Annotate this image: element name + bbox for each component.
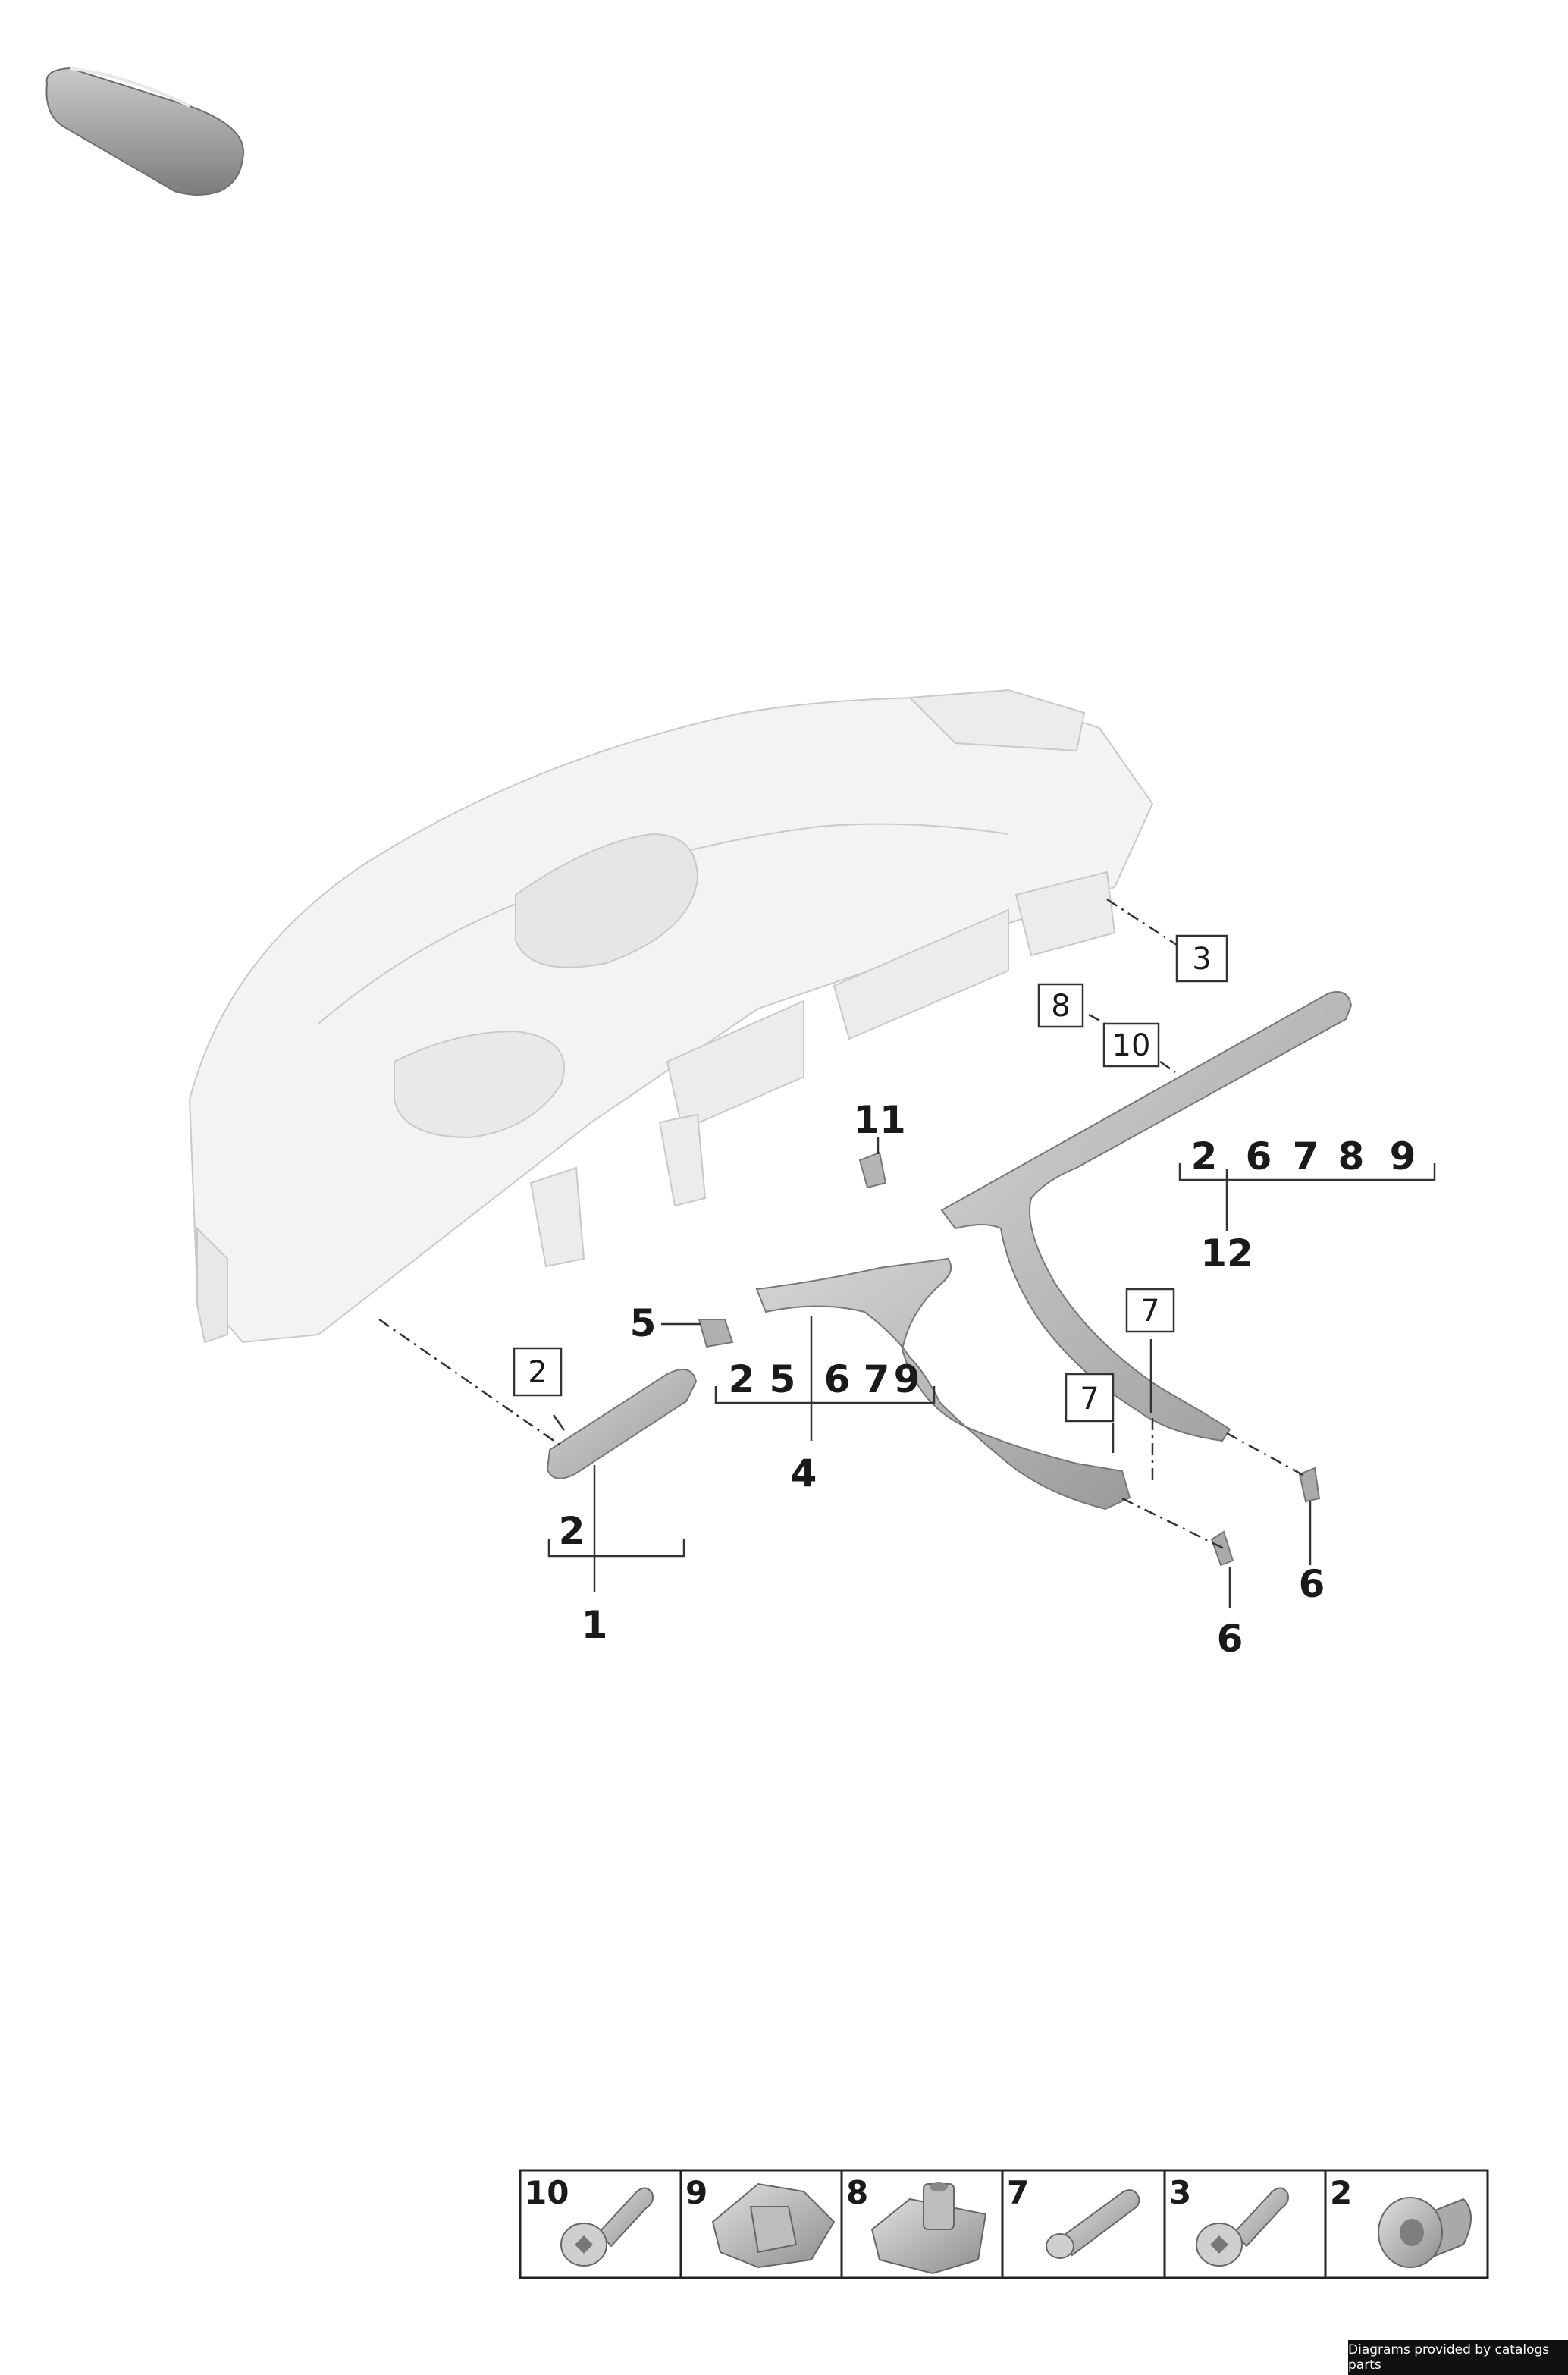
bracket-part-5	[698, 1319, 734, 1348]
legend-number: 9	[685, 2174, 707, 2211]
legend-number: 8	[846, 2174, 868, 2211]
callout-4-sub: 5	[770, 1357, 796, 1401]
callout-4-sub: 2	[729, 1357, 755, 1401]
callout-10-box: 10	[1112, 1028, 1151, 1063]
fastener-legend: 10 9 8 7 3 2	[519, 2169, 1489, 2279]
callout-12-sub: 6	[1246, 1134, 1272, 1178]
callout-4: 4	[791, 1451, 817, 1495]
callout-1: 1	[582, 1603, 608, 1647]
flange-nut-icon	[1378, 2197, 1472, 2268]
callout-4-sub: 9	[894, 1357, 920, 1401]
callout-2-sub: 2	[559, 1509, 585, 1553]
console-trim-part-4	[755, 1257, 1131, 1511]
callout-4-sub: 7	[864, 1357, 890, 1401]
callout-3-box: 3	[1192, 942, 1211, 977]
car-thumbnail-icon	[45, 67, 245, 196]
legend-number: 7	[1007, 2174, 1029, 2211]
expansion-rivet-icon	[1046, 2189, 1140, 2259]
callout-7-box-lower: 7	[1080, 1382, 1099, 1417]
clip-part-11	[858, 1151, 887, 1189]
callout-4-sub: 6	[824, 1357, 851, 1401]
trim-part-12	[940, 991, 1353, 1442]
torx-screw-icon	[1196, 2187, 1289, 2267]
callout-12-sub-list: 2 6 7 8 9	[1191, 1134, 1416, 1178]
dashboard-assembly	[188, 689, 1154, 1344]
spring-clip-icon	[711, 2182, 836, 2269]
callout-5: 5	[630, 1301, 657, 1345]
legend-number: 3	[1169, 2174, 1191, 2211]
callout-12: 12	[1200, 1231, 1253, 1275]
leader-lines	[552, 1137, 1312, 1608]
callout-12-sub: 8	[1338, 1134, 1365, 1178]
callout-2-box: 2	[528, 1355, 547, 1390]
legend-number: 10	[525, 2174, 569, 2211]
callout-12-sub: 7	[1293, 1134, 1319, 1178]
callout-6-right: 6	[1299, 1562, 1325, 1606]
torx-screw-icon	[560, 2187, 654, 2267]
dash-dot-lines	[378, 898, 1305, 1550]
callout-12-sub: 9	[1390, 1134, 1416, 1178]
callout-6-left: 6	[1217, 1617, 1243, 1661]
footer-credit: Diagrams provided by catalogs parts	[1348, 2340, 1568, 2375]
callout-11: 11	[853, 1098, 906, 1142]
legend-number: 2	[1330, 2174, 1352, 2211]
clip-nut-icon	[870, 2182, 987, 2275]
trim-strip-part-1	[546, 1368, 698, 1479]
clip-part-6-right	[1298, 1467, 1321, 1503]
callout-4-sub-list: 2 5 6 7 9	[729, 1357, 920, 1401]
bracket-lines	[547, 1163, 1436, 1558]
callout-7-box-upper: 7	[1140, 1294, 1159, 1329]
callout-8-box: 8	[1051, 989, 1070, 1024]
callout-12-sub: 2	[1191, 1134, 1218, 1178]
callout-boxes	[513, 934, 1228, 1423]
